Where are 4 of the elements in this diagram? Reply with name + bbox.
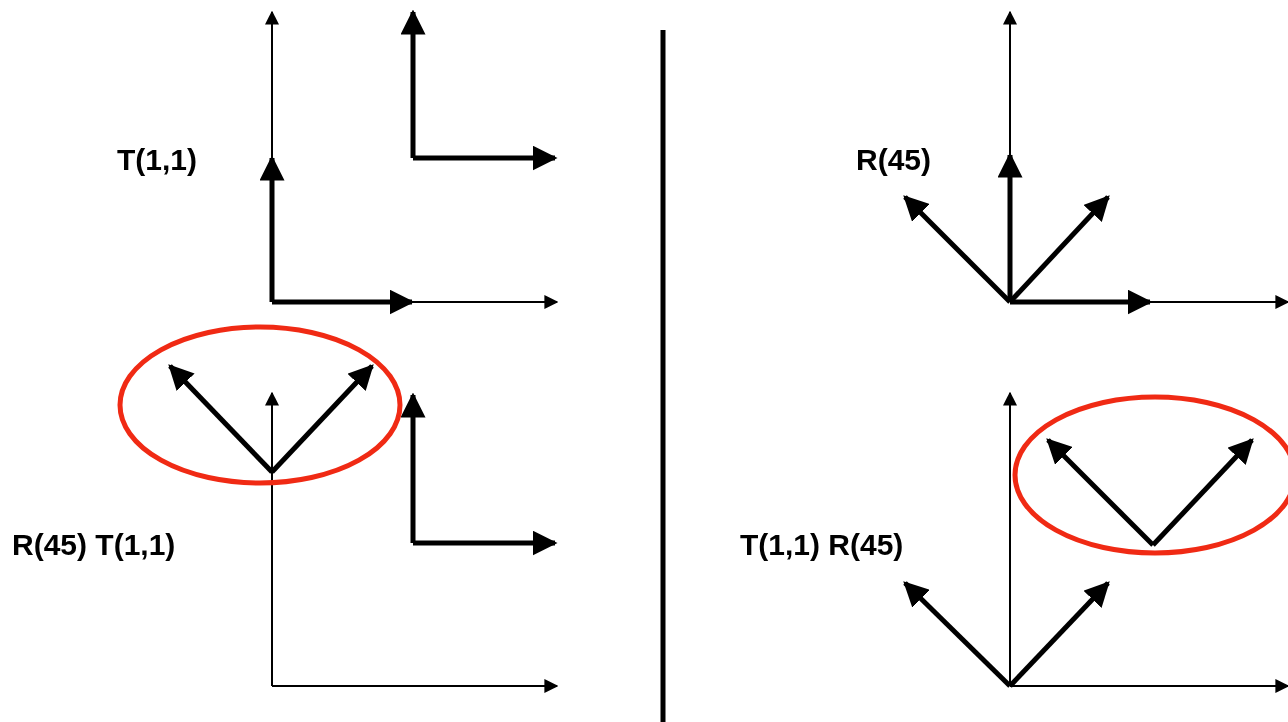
transform-label: R(45) xyxy=(856,142,931,178)
transform-label: T(1,1) xyxy=(117,142,197,178)
transform-label: T(1,1) R(45) xyxy=(740,527,904,563)
transform-label: R(45) T(1,1) xyxy=(12,527,176,563)
